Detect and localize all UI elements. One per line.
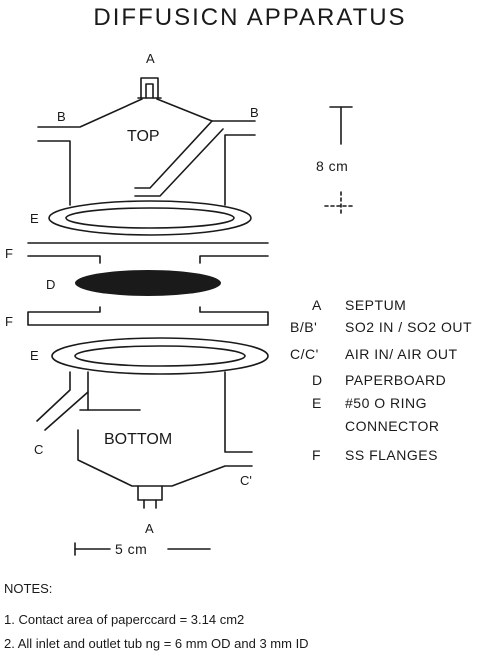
lower-o-ring bbox=[51, 337, 269, 375]
top-septum bbox=[137, 77, 162, 99]
bottom-septum bbox=[137, 485, 163, 509]
legend-desc: SEPTUM bbox=[345, 297, 407, 313]
top-chamber bbox=[37, 98, 256, 206]
label-air-in: C bbox=[34, 442, 44, 457]
label-flange-upper: F bbox=[5, 246, 13, 261]
label-scale-height: 8 cm bbox=[316, 158, 349, 174]
paperboard-disc bbox=[75, 270, 221, 296]
legend-desc: SO2 IN / SO2 OUT bbox=[345, 319, 473, 335]
label-oring-bottom: E bbox=[30, 348, 39, 363]
label-bottom-chamber: BOTTOM bbox=[104, 431, 173, 448]
label-top-chamber: TOP bbox=[127, 128, 160, 145]
legend-desc: SS FLANGES bbox=[345, 447, 438, 463]
label-septum-bottom: A bbox=[145, 521, 154, 536]
label-outlet-b: B bbox=[250, 105, 259, 120]
legend-desc: #50 O RING bbox=[345, 395, 428, 411]
lower-flange bbox=[27, 306, 269, 326]
notes-heading: NOTES: bbox=[4, 581, 53, 596]
legend-key: D bbox=[312, 372, 323, 388]
legend-key: E bbox=[312, 395, 322, 411]
legend-key: B/B' bbox=[290, 319, 318, 335]
label-septum-top: A bbox=[146, 51, 155, 66]
note-item: 1. Contact area of paperccard = 3.14 cm2 bbox=[4, 612, 245, 627]
width-scale-bar bbox=[74, 542, 211, 556]
label-scale-width: 5 cm bbox=[115, 541, 148, 557]
upper-flange bbox=[27, 242, 269, 264]
legend-key: F bbox=[312, 447, 322, 463]
legend-desc: PAPERBOARD bbox=[345, 372, 447, 388]
legend-key: C/C' bbox=[290, 346, 319, 362]
label-air-out: C' bbox=[240, 473, 252, 488]
label-oring-top: E bbox=[30, 211, 39, 226]
legend-desc: AIR IN/ AIR OUT bbox=[345, 346, 458, 362]
note-item: 2. All inlet and outlet tub ng = 6 mm OD… bbox=[4, 636, 309, 651]
label-paperboard: D bbox=[46, 277, 56, 292]
legend-desc: CONNECTOR bbox=[345, 418, 440, 434]
label-flange-lower: F bbox=[5, 314, 13, 329]
bottom-chamber bbox=[36, 371, 253, 487]
legend-key: A bbox=[312, 297, 322, 313]
diagram-title: DIFFUSICN APPARATUS bbox=[93, 4, 407, 31]
height-scale-bar bbox=[324, 106, 356, 216]
upper-o-ring bbox=[48, 200, 252, 236]
label-inlet-b: B bbox=[57, 109, 66, 124]
